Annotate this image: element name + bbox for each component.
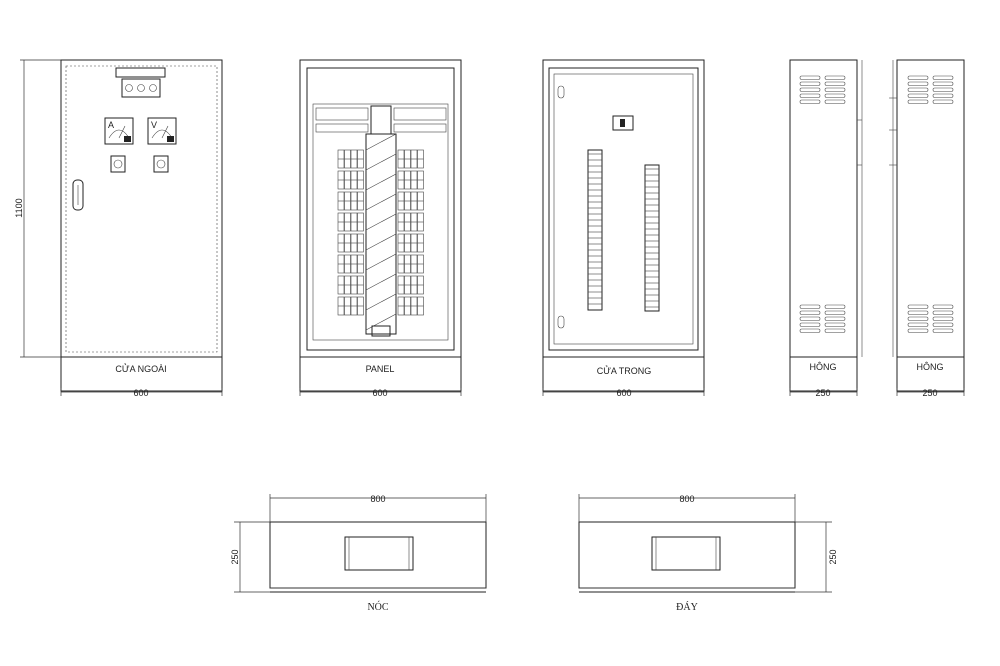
bottom-label: ĐÁY — [676, 601, 698, 613]
door-handle-icon — [72, 179, 84, 211]
vent-slot — [932, 304, 954, 309]
vent-slot — [799, 99, 821, 104]
side-left-view: HÔNG 250 — [789, 59, 863, 398]
vent-slot — [799, 81, 821, 86]
bottom-width-dim: 800 — [679, 494, 694, 504]
inner-door-view: CỬA TRONG 600 — [542, 59, 705, 398]
outer-door-view: A V CỬA NGOÀI 600 1100 — [14, 59, 223, 398]
vent-slot — [799, 93, 821, 98]
vent-slot — [932, 316, 954, 321]
hinge-icon — [557, 85, 565, 99]
vent-slot — [799, 310, 821, 315]
roof-depth-dim: 250 — [230, 549, 240, 564]
vent-slot — [907, 81, 929, 86]
vent-slot — [932, 93, 954, 98]
inner-door-width-dim: 600 — [616, 388, 631, 398]
terminal-strip — [644, 164, 660, 312]
bottom-depth-dim: 250 — [828, 549, 838, 564]
side-left-width-dim: 250 — [815, 388, 830, 398]
vent-slot — [799, 328, 821, 333]
roof-width-dim: 800 — [370, 494, 385, 504]
voltmeter-label: V — [151, 120, 157, 130]
vent-slot — [824, 75, 846, 80]
vent-slot — [907, 75, 929, 80]
vent-slot — [799, 322, 821, 327]
busbar — [365, 133, 397, 337]
outer-door-height-dim: 1100 — [14, 198, 24, 217]
inner-door-label: CỬA TRONG — [597, 365, 652, 376]
vent-slot — [932, 81, 954, 86]
vent-slot — [907, 328, 929, 333]
side-right-width-dim: 250 — [922, 388, 937, 398]
vent-slot — [932, 310, 954, 315]
vent-slot — [799, 304, 821, 309]
vent-slots — [799, 75, 846, 333]
panel-width-dim: 600 — [372, 388, 387, 398]
vent-slot — [824, 304, 846, 309]
terminal-strip — [587, 149, 603, 311]
side-left-label: HÔNG — [810, 362, 837, 372]
vent-slot — [932, 99, 954, 104]
voltmeter: V — [147, 117, 177, 145]
vent-slot — [932, 75, 954, 80]
terminal-strips — [587, 149, 660, 312]
vent-slot — [907, 316, 929, 321]
vent-slot — [799, 87, 821, 92]
vent-slot — [824, 93, 846, 98]
vent-slot — [907, 99, 929, 104]
hinge-icon — [557, 315, 565, 329]
roof-view: 800 250 NÓC — [230, 494, 487, 613]
vent-slot — [824, 310, 846, 315]
selector-switch-icon — [110, 155, 126, 173]
vent-slot — [907, 310, 929, 315]
outer-door-width-dim: 600 — [133, 388, 148, 398]
vent-slot — [907, 304, 929, 309]
panel-view: PANEL 600 — [299, 59, 462, 398]
vent-slot — [932, 328, 954, 333]
vent-slot — [824, 99, 846, 104]
breaker-array — [337, 149, 424, 316]
vent-slot — [824, 322, 846, 327]
vent-slot — [824, 87, 846, 92]
ammeter-label: A — [108, 120, 114, 130]
ammeter: A — [104, 117, 134, 145]
vent-slot — [907, 93, 929, 98]
panel-label: PANEL — [366, 364, 395, 374]
vent-slot — [824, 328, 846, 333]
bottom-view: 800 250 ĐÁY — [578, 494, 838, 613]
vent-slot — [932, 87, 954, 92]
vent-slot — [907, 87, 929, 92]
vent-slot — [799, 75, 821, 80]
roof-label: NÓC — [367, 601, 388, 613]
vent-slot — [824, 316, 846, 321]
vent-slot — [932, 322, 954, 327]
vent-slot — [799, 316, 821, 321]
side-right-label: HÔNG — [917, 362, 944, 372]
vent-slots — [907, 75, 954, 333]
side-right-view: HÔNG 250 — [889, 59, 965, 398]
outer-door-label: CỬA NGOÀI — [115, 363, 166, 374]
vent-slot — [824, 81, 846, 86]
selector-switch-icon — [153, 155, 169, 173]
vent-slot — [907, 322, 929, 327]
